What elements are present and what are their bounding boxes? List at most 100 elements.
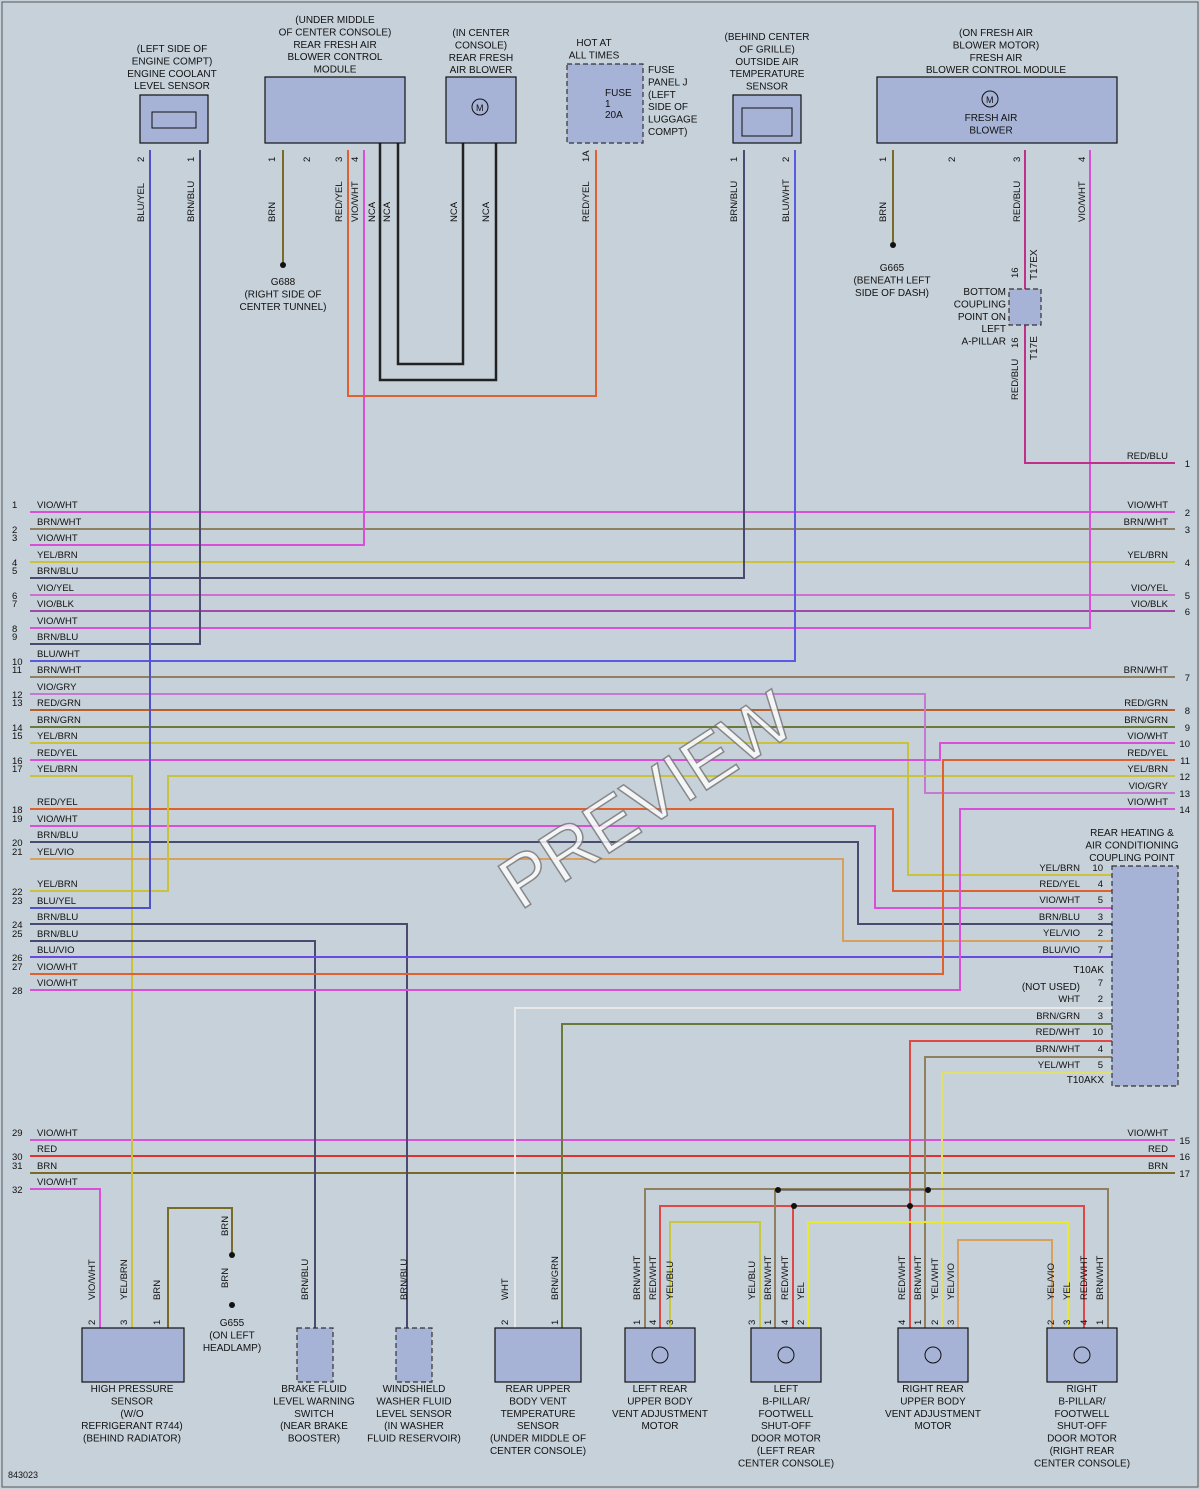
right-bus-index: 15	[1179, 1136, 1190, 1147]
ground-g665-label: (BENEATH LEFT	[853, 275, 930, 286]
right-bus-wire-label: RED/GRN	[1124, 698, 1168, 709]
top-pin-number: 3	[1012, 157, 1023, 162]
right-bus-index: 6	[1185, 607, 1190, 618]
left-bus-wire-label: VIO/YEL	[37, 583, 74, 594]
right-bus-wire-label: BRN/WHT	[1124, 665, 1169, 676]
top-pin-wire: RED/YEL	[581, 181, 592, 222]
bottom-pin-number: 2	[87, 1320, 98, 1325]
right-b-pillar-motor-label: DOOR MOTOR	[1047, 1434, 1117, 1445]
top-pin-wire: RED/YEL	[334, 181, 345, 222]
left-bus-index: 9	[12, 632, 17, 643]
bus-wire	[30, 775, 1175, 892]
right-bus-wire-label: RED/BLU	[1127, 451, 1168, 462]
right-bus-wire-label: BRN	[1148, 1161, 1168, 1172]
left-bus-wire-label: VIO/GRY	[37, 682, 77, 693]
coupling-pin-number: 4	[1098, 879, 1103, 890]
not-used-label: (NOT USED)	[1022, 982, 1080, 993]
left-b-pillar-motor-label: FOOTWELL	[758, 1409, 813, 1420]
left-bus-wire-label: BRN/WHT	[37, 517, 82, 528]
coupling-pin-number: 3	[1098, 1011, 1103, 1022]
right-b-pillar-motor-label: SHUT-OFF	[1057, 1421, 1107, 1432]
bus-wire	[30, 1188, 101, 1328]
rear-fresh-air-blower-label: CONSOLE)	[455, 40, 507, 51]
top-pin-number: 1	[267, 157, 278, 162]
motor-wire	[669, 1221, 761, 1328]
bottom-pin-wire: YEL/BLU	[747, 1261, 758, 1300]
engine-coolant-level-sensor	[139, 94, 209, 144]
ground-g655-label: G655	[220, 1318, 245, 1329]
bus-wire	[30, 150, 1091, 629]
coupling-bottom-label: LEFT	[982, 324, 1006, 335]
left-bus-index: 15	[12, 731, 23, 742]
bottom-coupling-point-left-a-pillar	[1008, 288, 1042, 326]
left-bus-wire-label: BRN/BLU	[37, 566, 78, 577]
splice-dot	[890, 242, 896, 248]
engine-coolant-level-sensor-label: ENGINE COOLANT	[127, 69, 216, 80]
coupling-bottom-label: COUPLING	[954, 299, 1006, 310]
left-bus-index: 14	[12, 723, 23, 734]
left-bus-index: 18	[12, 805, 23, 816]
left-bus-wire-label: BLU/YEL	[37, 896, 76, 907]
engine-coolant-level-sensor-label: LEVEL SENSOR	[134, 81, 210, 92]
left-bus-wire-label: RED/GRN	[37, 698, 81, 709]
coupling-pin-wire: RED/WHT	[1036, 1027, 1081, 1038]
top-pin-number: 3	[334, 157, 345, 162]
bottom-pin-number: 1	[763, 1320, 774, 1325]
rear-fresh-air-blower-label: AIR BLOWER	[450, 65, 513, 76]
left-bus-wire-label: VIO/WHT	[37, 962, 78, 973]
right-bus-index: 9	[1185, 723, 1190, 734]
coupling-pin-number: 10	[1092, 1027, 1103, 1038]
left-bus-wire-label: BRN/GRN	[37, 715, 81, 726]
bottom-pin-wire: YEL/VIO	[1046, 1263, 1057, 1300]
bottom-pin-number: 4	[1079, 1320, 1090, 1325]
splice-dot	[229, 1252, 235, 1258]
fuse-panel-j	[566, 63, 644, 144]
brake-fluid-switch-label: BRAKE FLUID	[281, 1384, 347, 1395]
right-bus-index: 3	[1185, 525, 1190, 536]
left-bus-wire-label: BRN/BLU	[37, 632, 78, 643]
right-bus-wire-label: VIO/GRY	[1129, 781, 1169, 792]
left-b-pillar-motor-label: DOOR MOTOR	[751, 1434, 821, 1445]
right-bus-index: 17	[1179, 1169, 1190, 1180]
fuse-panel-label: SIDE OF	[648, 102, 688, 113]
coupling-wire	[924, 1056, 1112, 1328]
brake-fluid-level-warning-switch	[296, 1327, 334, 1383]
left-bus-index: 2	[12, 525, 17, 536]
right-bus-wire-label: RED	[1148, 1144, 1168, 1155]
hot-at-all-times-label: ALL TIMES	[569, 50, 620, 61]
fuse-panel-label: FUSE	[648, 65, 675, 76]
rear-coupling-point-label: COUPLING POINT	[1089, 853, 1175, 864]
washer-fluid-sensor-label: (IN WASHER	[384, 1421, 444, 1432]
rear-control-module-label: (UNDER MIDDLE	[295, 15, 375, 26]
motor-wire	[659, 1205, 680, 1328]
right-b-pillar-motor-label: RIGHT	[1066, 1384, 1097, 1395]
left-bus-wire-label: VIO/WHT	[37, 1177, 78, 1188]
right-bus-index: 13	[1179, 789, 1190, 800]
coupling-pin-number: 2	[1098, 994, 1103, 1005]
left-bus-index: 28	[12, 986, 23, 997]
bus-wire	[30, 150, 201, 645]
left-bus-index: 11	[12, 665, 22, 676]
left-bus-index: 21	[12, 847, 23, 858]
bottom-pin-number: 2	[1046, 1320, 1057, 1325]
coupling-wire	[909, 1040, 1112, 1328]
left-b-pillar-motor-label: LEFT	[774, 1384, 798, 1395]
left-bus-wire-label: YEL/VIO	[37, 847, 74, 858]
fuse-label: FUSE	[605, 88, 632, 99]
outside-air-temperature-sensor-label: SENSOR	[746, 82, 788, 93]
top-pin-wire: NCA	[449, 201, 460, 222]
top-pin-number: 4	[350, 157, 361, 162]
bus-wire	[30, 923, 408, 1328]
left-bus-wire-label: BRN/BLU	[37, 830, 78, 841]
bottom-pin-number: 4	[897, 1320, 908, 1325]
left-bus-index: 24	[12, 920, 23, 931]
top-pin-wire: NCA	[367, 201, 378, 222]
bottom-pin-number: 3	[1062, 1320, 1073, 1325]
bottom-pin-wire: BRN/BLU	[300, 1259, 311, 1300]
right-bus-index: 7	[1185, 673, 1190, 684]
left-bus-index: 8	[12, 624, 17, 635]
bottom-pin-number: 2	[500, 1320, 511, 1325]
bus-wire	[30, 808, 1112, 892]
right-bus-wire-label: YEL/BRN	[1127, 550, 1168, 561]
left-bus-index: 32	[12, 1185, 23, 1196]
